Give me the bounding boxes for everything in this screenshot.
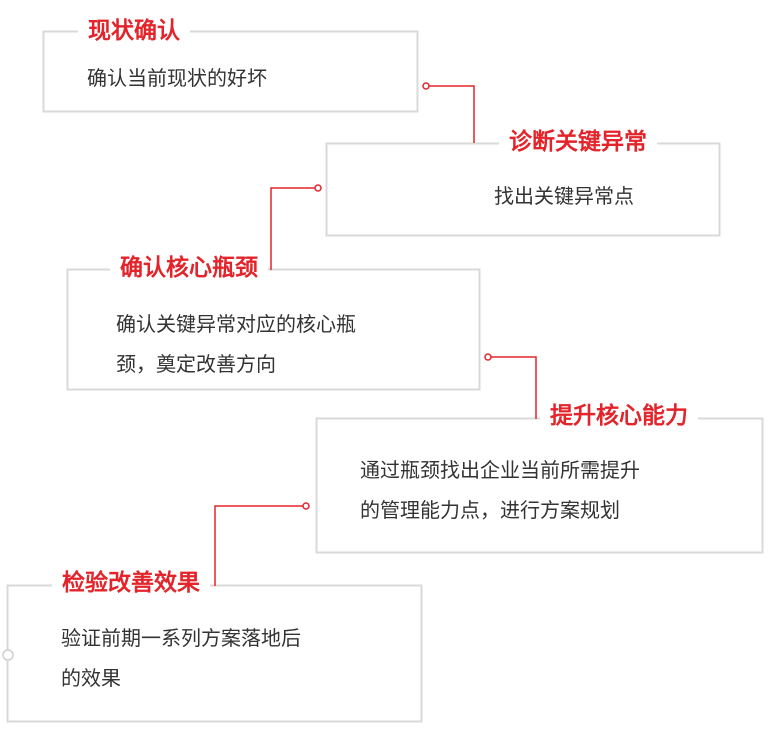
step-3-title: 确认核心瓶颈 [110,253,268,283]
step-2-title: 诊断关键异常 [499,127,657,157]
connector-3-dot [484,353,492,361]
step-4-line-2: 的管理能力点，进行方案规划 [360,498,620,522]
step-5-title: 检验改善效果 [52,568,210,598]
step-4-title: 提升核心能力 [540,401,698,431]
connector-2-3 [270,187,316,270]
step-1-box [42,30,419,113]
step-1-title: 现状确认 [78,16,190,46]
step-3-line-1: 确认关键异常对应的核心瓶 [116,312,356,336]
step-4-line-1: 通过瓶颈找出企业当前所需提升 [360,458,640,482]
step-1-line-1: 确认当前现状的好坏 [87,66,267,90]
step-4-box [315,417,764,554]
step-5-text: 验证前期一系列方案落地后 的效果 [61,618,301,698]
step-5-line-1: 验证前期一系列方案落地后 [61,626,301,650]
connector-1-2 [428,85,475,143]
step-1-text: 确认当前现状的好坏 [87,58,267,98]
connector-4-dot [302,502,310,510]
step-3-line-2: 颈，奠定改善方向 [116,352,276,376]
connector-2-dot [314,184,322,192]
connector-1-dot [422,82,430,90]
step-5-line-2: 的效果 [61,666,121,690]
step-5-left-dot [2,649,14,661]
step-2-text: 找出关键异常点 [494,176,634,216]
connector-4-5 [214,505,304,586]
step-3-box [66,268,481,391]
step-4-text: 通过瓶颈找出企业当前所需提升 的管理能力点，进行方案规划 [360,450,640,530]
step-2-line-1: 找出关键异常点 [494,184,634,208]
step-3-text: 确认关键异常对应的核心瓶 颈，奠定改善方向 [116,304,356,384]
connector-3-4 [490,356,537,419]
